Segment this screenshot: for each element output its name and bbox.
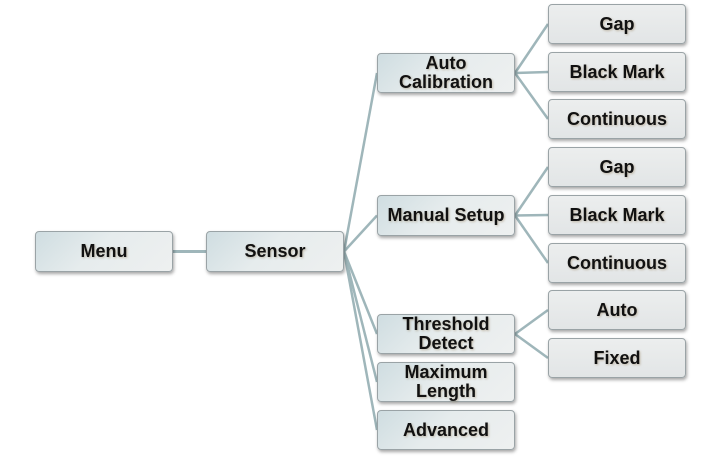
node-manual-setup-label: Manual Setup: [387, 205, 505, 225]
node-threshold-detect-fixed-label: Fixed: [593, 347, 641, 368]
node-sensor-label: Sensor: [244, 241, 306, 261]
node-threshold-detect[interactable]: Threshold Detect: [377, 314, 515, 354]
node-maximum-length-label: Maximum Length: [404, 362, 488, 401]
node-advanced-label: Advanced: [402, 419, 490, 440]
node-manual-setup-continuous-label: Continuous: [567, 252, 667, 273]
node-auto-calibration-gap-label: Gap: [599, 13, 635, 34]
node-menu-label: Menu: [80, 241, 128, 261]
node-auto-calibration-black-mark-label: Black Mark: [569, 61, 665, 82]
node-manual-setup-continuous[interactable]: Continuous: [548, 243, 686, 283]
connector-threshold-detect-to-auto: [514, 308, 549, 336]
node-auto-calibration-black-mark[interactable]: Black Mark: [548, 52, 686, 92]
connector-manual-setup-to-black-mark: [514, 213, 549, 217]
connector-sensor-to-threshold-detect: [342, 251, 379, 335]
connector-manual-setup-to-continuous: [513, 214, 550, 264]
node-sensor[interactable]: Sensor: [206, 231, 344, 272]
node-auto-calibration-gap[interactable]: Gap: [548, 4, 686, 44]
node-manual-setup[interactable]: Manual Setup: [377, 195, 515, 236]
node-auto-calibration-continuous[interactable]: Continuous: [548, 99, 686, 139]
node-auto-calibration-continuous-label: Continuous: [567, 108, 667, 129]
node-advanced[interactable]: Advanced: [377, 410, 515, 450]
node-manual-setup-gap[interactable]: Gap: [548, 147, 686, 187]
node-menu[interactable]: Menu: [35, 231, 173, 272]
connector-sensor-to-manual-setup: [343, 214, 378, 253]
connector-threshold-detect-to-fixed: [514, 332, 549, 360]
connector-sensor-to-advanced: [342, 251, 379, 431]
connector-manual-setup-to-gap: [513, 166, 550, 217]
node-manual-setup-black-mark[interactable]: Black Mark: [548, 195, 686, 235]
node-threshold-detect-fixed[interactable]: Fixed: [548, 338, 686, 378]
connector-auto-calibration-to-continuous: [513, 72, 550, 120]
node-maximum-length[interactable]: Maximum Length: [377, 362, 515, 402]
connector-auto-calibration-to-gap: [513, 23, 550, 74]
node-threshold-detect-auto-label: Auto: [596, 299, 638, 320]
connector-auto-calibration-to-black-mark: [514, 70, 549, 75]
node-auto-calibration-label: Auto Calibration: [398, 53, 493, 92]
node-threshold-detect-auto[interactable]: Auto: [548, 290, 686, 330]
node-manual-setup-black-mark-label: Black Mark: [569, 204, 665, 225]
node-manual-setup-gap-label: Gap: [599, 156, 635, 177]
node-threshold-detect-label: Threshold Detect: [402, 314, 490, 353]
node-auto-calibration[interactable]: Auto Calibration: [377, 53, 515, 93]
connector-sensor-to-auto-calibration: [342, 72, 379, 252]
connector-sensor-to-maximum-length: [342, 251, 379, 383]
